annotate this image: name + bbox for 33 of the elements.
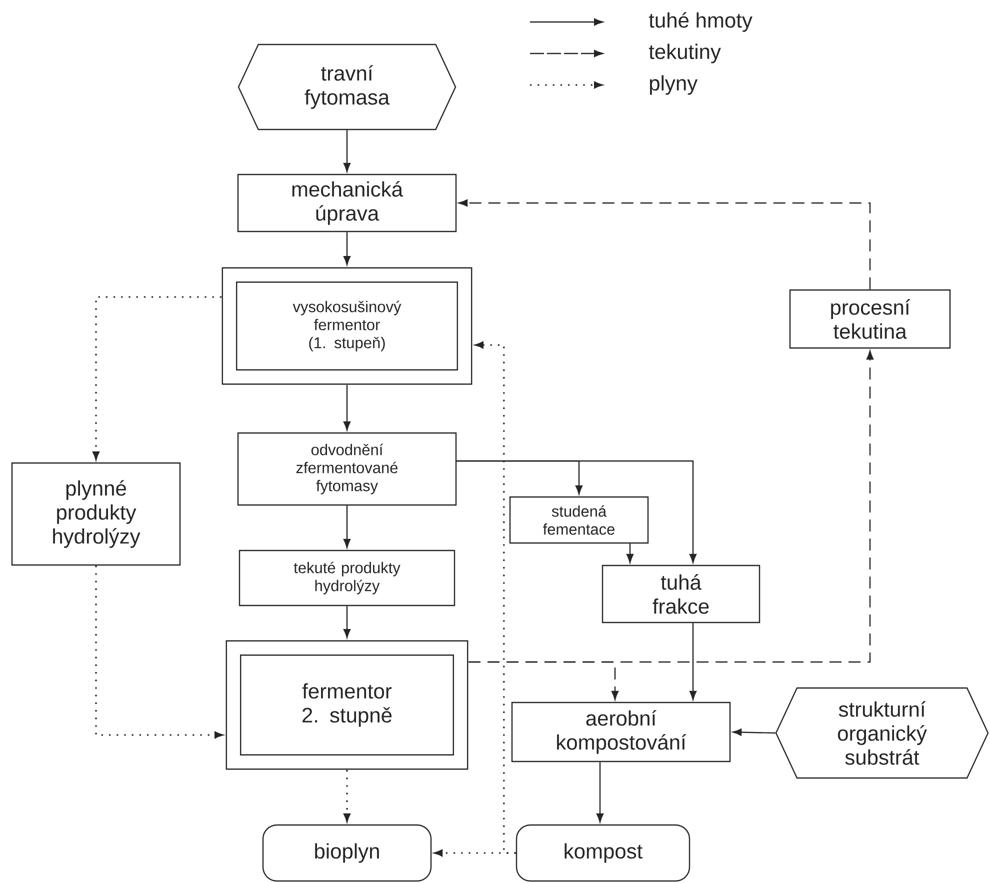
product-box: kompost — [516, 824, 690, 882]
fermentor-box: vysokosušinový fermentor (1. stupeň) — [222, 267, 472, 385]
arrow — [95, 566, 223, 738]
arrow — [458, 199, 871, 290]
legend-text: plyny — [650, 75, 698, 95]
process-box: tuhá frakce — [602, 564, 760, 624]
process-box: tekuté produkty hydrolýzy — [238, 550, 456, 606]
arrow — [343, 232, 351, 266]
input-hexagon: travní fytomasa — [238, 44, 456, 130]
legend-text: tekutiny — [648, 44, 721, 64]
arrow — [343, 130, 351, 172]
arrow — [343, 606, 351, 638]
process-box: procesní tekutina — [789, 289, 951, 349]
arrow — [732, 728, 776, 736]
process-box: plynné produkty hydrolýzy — [11, 462, 181, 566]
arrow — [468, 661, 619, 700]
product-box: bioplyn — [262, 824, 432, 882]
arrow — [689, 623, 697, 700]
fermentor-box: fermentor 2. stupně — [226, 640, 468, 770]
process-box: aerobní kompostování — [511, 702, 731, 762]
process-box: odvodnění zfermentované fytomasy — [237, 432, 457, 506]
arrow — [92, 296, 222, 460]
arrow — [626, 544, 634, 563]
arrow — [456, 460, 697, 563]
process-box: mechanická úprava — [237, 174, 457, 232]
arrow — [343, 385, 351, 430]
arrow — [343, 506, 351, 548]
arrow — [344, 770, 350, 822]
legend-text: tuhé hmoty — [648, 12, 752, 32]
arrow — [475, 342, 516, 854]
process-box: studená fementace — [509, 496, 649, 544]
input-hexagon: strukturní organický substrát — [775, 687, 989, 779]
arrow — [596, 762, 604, 822]
